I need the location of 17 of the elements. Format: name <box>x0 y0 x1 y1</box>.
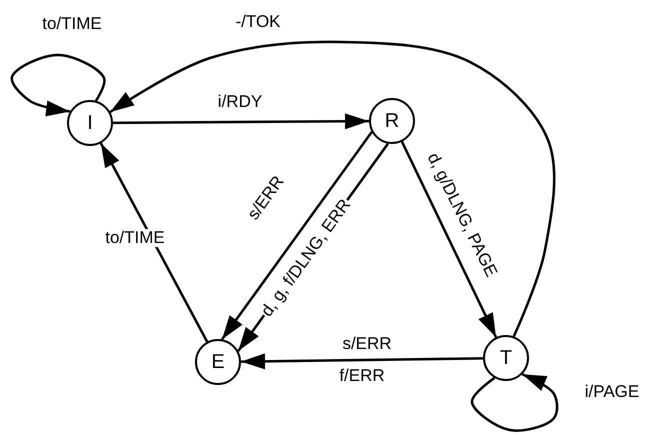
state-name: T <box>500 348 512 368</box>
state-name: I <box>87 113 93 133</box>
arrow <box>221 131 373 340</box>
arrow <box>240 353 484 370</box>
state-name: E <box>211 352 225 372</box>
arrow <box>113 113 369 130</box>
arrow <box>110 40 556 337</box>
state-circle <box>369 98 415 144</box>
self-loop-arrow <box>470 373 558 432</box>
arrow <box>100 142 208 342</box>
state-circle <box>483 335 529 381</box>
edge-label: to/TIME <box>104 229 166 247</box>
arrow <box>400 141 498 338</box>
self-loop-arrow <box>10 54 106 116</box>
state-circle <box>195 339 241 385</box>
state-circle <box>67 100 113 146</box>
state-name: R <box>384 111 400 131</box>
